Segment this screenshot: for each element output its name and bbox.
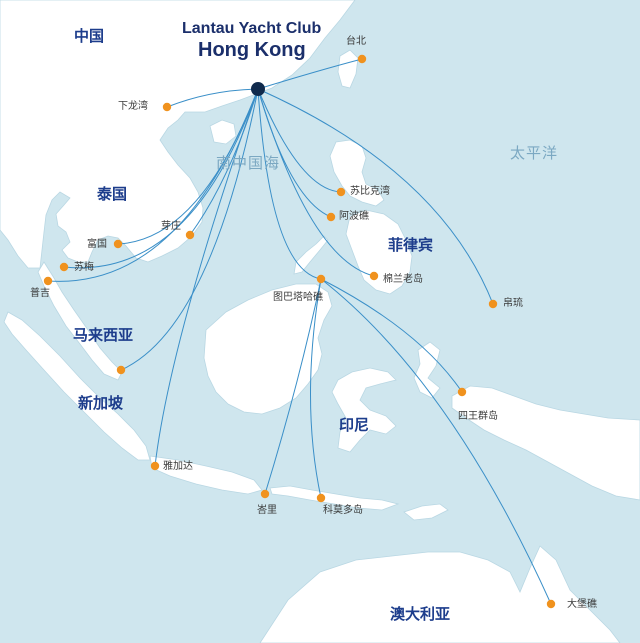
place-label-komodo: 科莫多岛: [323, 505, 363, 516]
destination-dot-sipadan: [369, 271, 379, 281]
landmass-borneo: [203, 283, 333, 415]
route-hong-kong-phuket: [47, 88, 259, 282]
place-label-phu-quoc: 富国: [87, 239, 107, 250]
destination-dot-jakarta: [150, 461, 160, 471]
route-hong-kong-palau: [257, 88, 494, 305]
landmass-sumatra: [3, 311, 151, 461]
destination-dot-great-barrier-reef: [546, 599, 556, 609]
route-hong-kong-sipadan: [257, 88, 375, 277]
landmass-java: [149, 455, 263, 495]
destination-dot-komodo: [316, 493, 326, 503]
landmass-new-guinea: [451, 385, 640, 501]
route-hong-kong-jakarta: [154, 88, 259, 467]
destination-dot-singapore-port: [116, 365, 126, 375]
route-hong-kong-tubbataha: [257, 88, 322, 280]
country-label-australia: 澳大利亚: [390, 605, 451, 623]
place-label-phuket: 普吉: [30, 288, 50, 299]
place-label-tubbataha: 图巴塔哈礁: [273, 292, 323, 303]
country-label-china: 中国: [74, 27, 105, 45]
sea-label-south-china-sea: 南中国海: [216, 154, 281, 172]
destination-dot-tubbataha: [316, 274, 326, 284]
country-label-philippines: 菲律宾: [388, 236, 434, 254]
destination-dot-taipei: [357, 54, 367, 64]
routes-layer: [47, 58, 552, 605]
route-hong-kong-taipei: [257, 58, 363, 90]
place-label-palau: 帛琉: [503, 298, 523, 309]
place-label-subic-bay: 苏比克湾: [350, 186, 390, 197]
landmass-lesser-sunda: [269, 485, 400, 511]
route-tubbataha-great-barrier-reef: [320, 278, 552, 605]
landmass-timor: [403, 503, 449, 521]
route-tubbataha-bali: [264, 278, 322, 495]
destination-dot-koh-samui: [59, 262, 69, 272]
destination-dot-phuket: [43, 276, 53, 286]
place-label-koh-samui: 苏梅: [74, 262, 94, 273]
destination-dot-nha-trang: [185, 230, 195, 240]
place-label-halong-bay: 下龙湾: [118, 101, 148, 112]
country-label-singapore: 新加坡: [78, 394, 124, 412]
place-label-apo-reef: 阿波礁: [339, 211, 369, 222]
country-label-malaysia: 马来西亚: [73, 326, 134, 344]
destination-dot-bali: [260, 489, 270, 499]
destination-dot-apo-reef: [326, 212, 336, 222]
destinations-layer: [43, 54, 556, 609]
country-label-indonesia: 印尼: [339, 416, 370, 434]
landmass-malay-peninsula: [37, 261, 123, 381]
route-hong-kong-halong-bay: [166, 88, 259, 108]
destination-dot-raja-ampat: [457, 387, 467, 397]
landmass-sulawesi: [331, 367, 397, 453]
place-label-raja-ampat: 四王群岛: [458, 411, 498, 422]
route-hong-kong-subic-bay: [257, 88, 342, 193]
landmass-mindanao: [345, 209, 413, 295]
place-label-bali: 峇里: [257, 505, 277, 516]
route-tubbataha-komodo: [310, 278, 322, 499]
place-label-sipadan: 棉兰老岛: [383, 274, 423, 285]
place-label-taipei: 台北: [346, 36, 366, 47]
destination-dot-phu-quoc: [113, 239, 123, 249]
destination-dot-subic-bay: [336, 187, 346, 197]
country-label-thailand: 泰国: [97, 185, 128, 203]
place-label-jakarta: 雅加达: [163, 461, 193, 472]
map-title-line1: Lantau Yacht Club: [182, 20, 322, 37]
landmass-australia: [259, 545, 621, 643]
landmass-taiwan: [337, 49, 359, 89]
origin-marker-hong-kong: [251, 82, 265, 96]
destination-dot-palau: [488, 299, 498, 309]
map-title-line2: Hong Kong: [198, 39, 306, 61]
route-tubbataha-raja-ampat: [320, 278, 463, 393]
route-hong-kong-singapore-port: [120, 88, 259, 371]
landmass-luzon: [329, 139, 385, 207]
place-label-great-barrier-reef: 大堡礁: [567, 599, 597, 610]
place-label-nha-trang: 芽庄: [161, 221, 181, 232]
landmass-maluku: [413, 341, 441, 399]
landmass-hainan: [209, 119, 237, 145]
sea-label-pacific-ocean: 太平洋: [510, 144, 559, 162]
destination-dot-halong-bay: [162, 102, 172, 112]
landmass-palawan: [293, 235, 329, 275]
landmass-mainland-asia: [0, 0, 356, 269]
